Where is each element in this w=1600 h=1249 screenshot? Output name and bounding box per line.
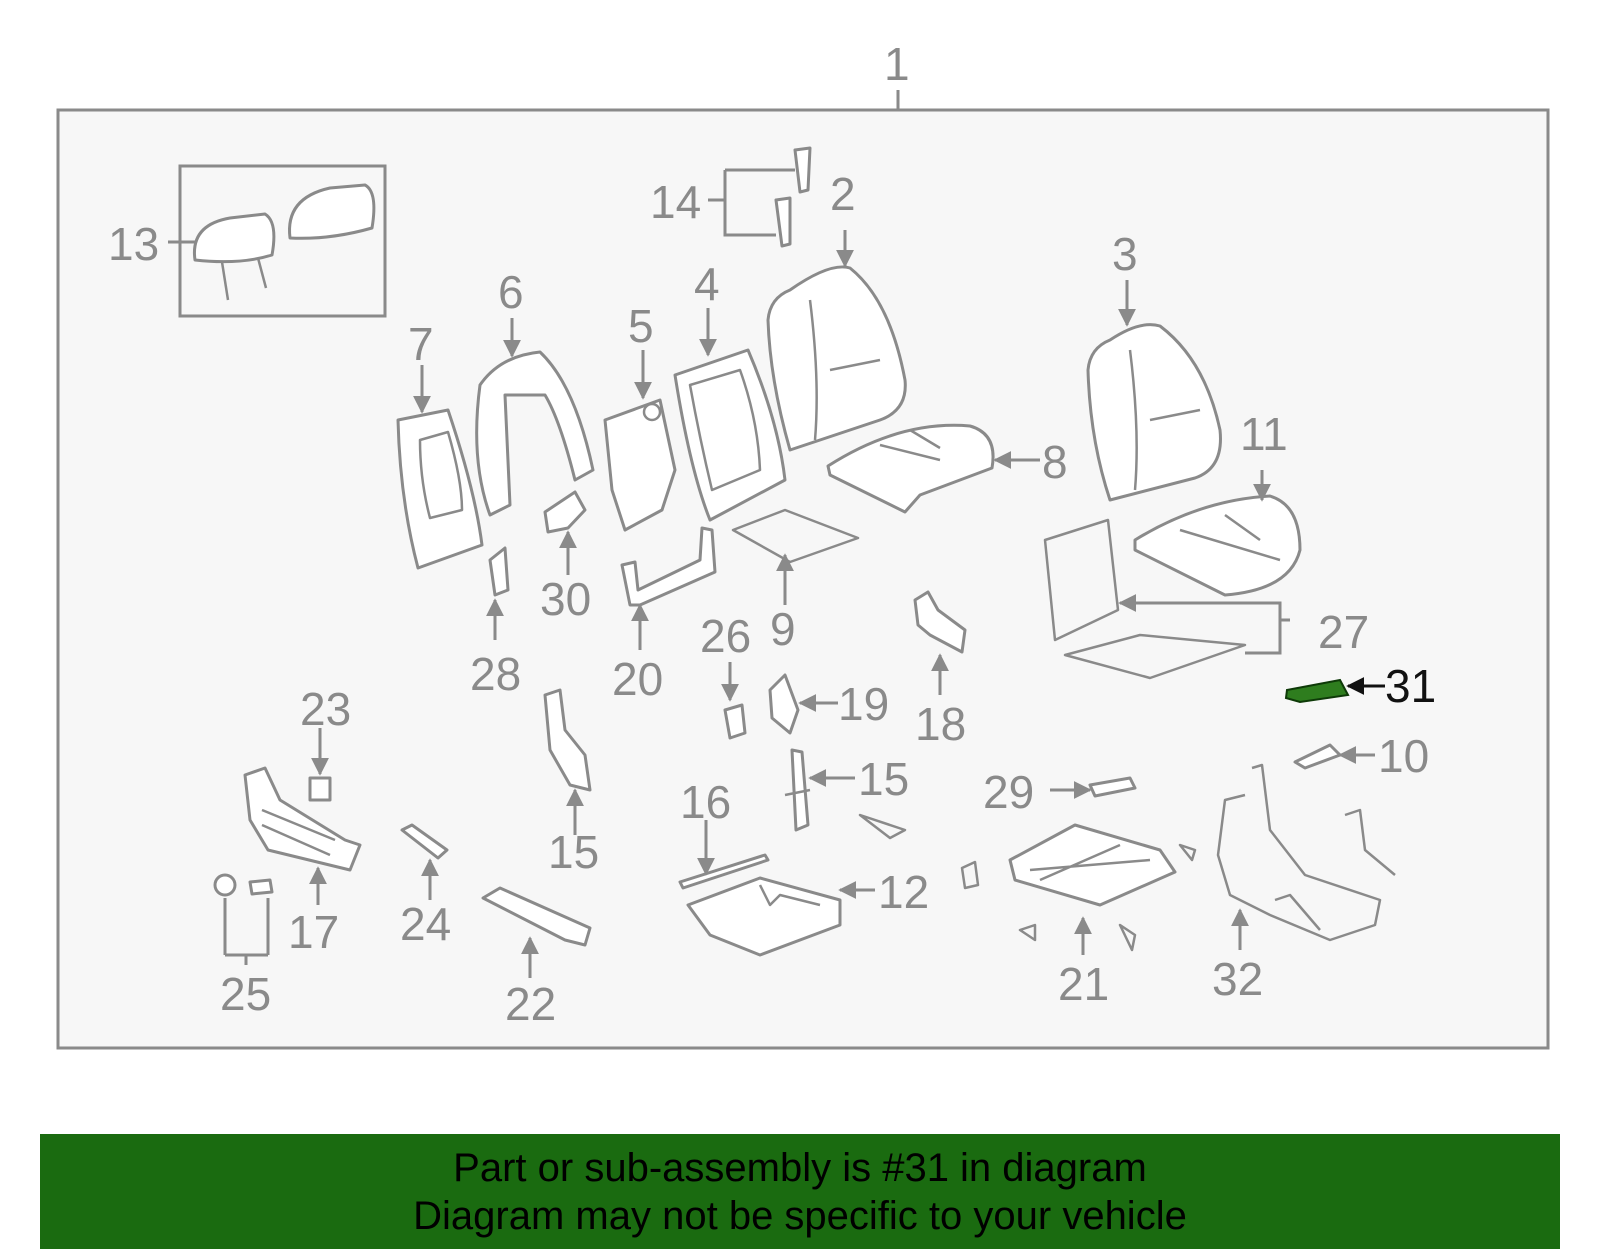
label-15-left: 15 (548, 826, 599, 878)
label-20: 20 (612, 653, 663, 705)
part-15-bracket-a (790, 748, 810, 832)
part-5-mechanism (603, 398, 677, 532)
part-14-pin-b (774, 196, 792, 248)
label-8: 8 (1042, 436, 1068, 488)
part-22 (481, 886, 592, 947)
part-13-headrest-a (192, 212, 276, 264)
label-7: 7 (408, 318, 434, 370)
part-25-cap-b (248, 878, 274, 896)
label-15-right: 15 (858, 753, 909, 805)
label-22: 22 (505, 978, 556, 1030)
part-24 (400, 823, 449, 860)
label-10: 10 (1378, 730, 1429, 782)
part-12-pan (686, 876, 842, 957)
part-6-trim (475, 350, 595, 517)
part-27-panel-a (1043, 518, 1120, 642)
label-6: 6 (498, 266, 524, 318)
part-27-panel-b (1063, 633, 1247, 680)
label-4: 4 (694, 258, 720, 310)
label-28: 28 (470, 648, 521, 700)
label-24: 24 (400, 898, 451, 950)
part-4-frame (673, 348, 787, 522)
label-23: 23 (300, 683, 351, 735)
label-3: 3 (1112, 228, 1138, 280)
label-9: 9 (770, 603, 796, 655)
label-19: 19 (838, 678, 889, 730)
part-17-side-shield (243, 766, 362, 872)
label-27: 27 (1318, 606, 1369, 658)
part-18 (913, 590, 967, 654)
label-32: 32 (1212, 953, 1263, 1005)
label-17: 17 (288, 906, 339, 958)
label-1: 1 (884, 38, 910, 90)
part-25-cap-a (213, 873, 237, 897)
part-32-harness (1216, 763, 1382, 942)
part-23 (308, 776, 332, 802)
banner-line-2: Diagram may not be specific to your vehi… (413, 1194, 1187, 1238)
label-18: 18 (915, 698, 966, 750)
part-9-pad (731, 508, 860, 564)
part-8-cushion (826, 423, 995, 514)
info-banner: Part or sub-assembly is #31 in diagram D… (40, 1134, 1560, 1249)
label-25: 25 (220, 968, 271, 1020)
label-2: 2 (830, 168, 856, 220)
part-14-pin-a (793, 146, 812, 194)
label-31: 31 (1385, 660, 1436, 712)
part-13-headrest-b (288, 183, 376, 240)
label-30: 30 (540, 573, 591, 625)
label-29: 29 (983, 766, 1034, 818)
label-13: 13 (108, 218, 159, 270)
label-21: 21 (1058, 958, 1109, 1010)
label-26: 26 (700, 610, 751, 662)
part-2-seatback-cover (766, 265, 907, 452)
part-16-rod (678, 853, 770, 890)
part-3-seatback (1086, 323, 1222, 502)
label-12: 12 (878, 866, 929, 918)
part-15-bracket-b (543, 688, 592, 792)
label-11: 11 (1240, 408, 1288, 460)
part-31-highlighted[interactable] (1284, 678, 1350, 704)
part-28 (488, 546, 510, 597)
part-11-cushion-cover (1133, 494, 1302, 597)
part-30 (543, 490, 587, 534)
label-5: 5 (628, 300, 654, 352)
label-16: 16 (680, 776, 731, 828)
part-29 (1088, 776, 1137, 798)
part-19 (768, 673, 800, 735)
label-14: 14 (650, 176, 701, 228)
banner-line-1: Part or sub-assembly is #31 in diagram (453, 1146, 1147, 1190)
part-26 (723, 703, 747, 740)
